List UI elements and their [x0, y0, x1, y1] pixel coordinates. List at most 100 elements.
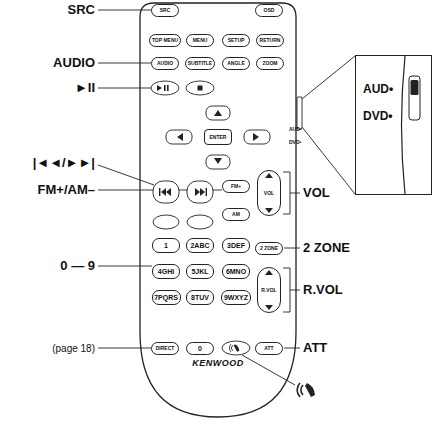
panel-marking: AUD• — [289, 127, 302, 133]
leader-line — [98, 10, 151, 11]
button-label: 2 ZONE — [260, 246, 278, 251]
button-callout: VOL — [303, 186, 330, 200]
leader-line — [98, 63, 151, 64]
remote-button — [222, 341, 250, 355]
remote-button: AUDIO — [151, 57, 179, 70]
button-label: 7PQRS — [154, 294, 178, 301]
button-label: 4GHI — [158, 268, 174, 275]
remote-button — [151, 81, 270, 355]
remote-button: 9WXYZ — [221, 290, 251, 305]
remote-button: 6MNO — [222, 264, 250, 279]
remote-button — [153, 215, 179, 229]
button-label: 1 — [164, 242, 168, 249]
remote-button: ANGLE — [222, 57, 250, 70]
button-callout: R.VOL — [303, 283, 343, 297]
button-glyph — [167, 85, 169, 91]
leader-line — [98, 10, 355, 385]
button-glyph — [159, 188, 160, 196]
button-glyph — [200, 188, 205, 196]
remote-button — [166, 130, 192, 144]
remote-button: VOL — [257, 170, 281, 216]
side-switch — [297, 97, 302, 129]
button-glyph — [177, 133, 183, 141]
button-glyph — [161, 188, 166, 196]
leader-line — [283, 268, 300, 312]
phone-icon — [234, 344, 240, 352]
switch-position: AUD• — [363, 83, 393, 95]
switch-position: DVD• — [363, 110, 393, 122]
remote-button — [151, 81, 179, 95]
phone-icon — [297, 383, 315, 397]
button-callout: (page 18) — [52, 343, 95, 354]
leader-line — [283, 172, 300, 214]
leader-line — [302, 127, 355, 194]
button-label: TOP MENU — [152, 38, 178, 43]
remote-button: SUBTITLE — [185, 57, 215, 70]
leader-line — [98, 266, 152, 267]
button-label: RETURN — [260, 38, 281, 43]
leader-line — [98, 165, 154, 185]
button-glyph — [164, 85, 166, 91]
button-glyph — [198, 86, 203, 91]
remote-button: AM — [222, 208, 250, 221]
leader-line — [302, 56, 355, 99]
button-callout: ATT — [303, 341, 327, 355]
button-label: SRC — [160, 8, 171, 13]
switch-detail — [402, 56, 421, 194]
button-label: AM — [232, 212, 240, 217]
button-label: MENU — [193, 38, 208, 43]
button-label: 3DEF — [227, 242, 245, 249]
remote-button: TOP MENU — [149, 34, 181, 47]
remote-button: 3DEF — [222, 238, 250, 253]
switch-detail — [402, 56, 406, 194]
button-label: ENTER — [210, 135, 227, 140]
button-label: FM+ — [231, 184, 241, 189]
remote-button: R.VOL — [257, 267, 281, 313]
remote-button: DIRECT — [151, 342, 179, 355]
button-label: ANGLE — [227, 61, 245, 66]
remote-button: OSD — [255, 4, 283, 17]
switch-callout: AUD• DVD• — [355, 55, 432, 195]
button-label: ZOOM — [263, 61, 278, 66]
remote-button: 2 ZONE — [255, 242, 283, 255]
button-label: 0 — [198, 345, 202, 352]
button-glyph — [265, 173, 273, 178]
phone-icon — [229, 344, 232, 352]
remote-button: 2ABC — [186, 238, 214, 253]
button-glyph — [214, 158, 222, 164]
button-label: AUDIO — [157, 61, 173, 66]
side-switch — [297, 97, 302, 129]
button-label: 6MNO — [226, 268, 246, 275]
remote-button: 1 — [152, 238, 180, 253]
phone-icon — [229, 344, 239, 352]
button-callout: AUDIO — [53, 56, 95, 70]
button-label: OSD — [264, 8, 275, 13]
leader-line — [98, 88, 151, 89]
remote-button: SETUP — [222, 34, 250, 47]
remote-outline — [140, 3, 296, 417]
switch-detail — [409, 76, 420, 120]
remote-button: 7PQRS — [152, 290, 181, 305]
button-glyph — [265, 305, 273, 310]
button-label: ATT — [264, 346, 273, 351]
remote-button — [186, 81, 214, 95]
remote-button: 4GHI — [152, 264, 180, 279]
button-label: DIRECT — [156, 346, 175, 351]
button-glyph — [214, 110, 222, 116]
remote-button — [187, 215, 213, 229]
remote-button: ZOOM — [256, 57, 284, 70]
button-callout: FM+/AM– — [38, 183, 95, 197]
button-glyph — [265, 270, 273, 275]
button-glyph — [265, 208, 273, 213]
button-callout: 2 ZONE — [303, 241, 350, 255]
button-label: R.VOL — [261, 288, 276, 293]
remote-button: 8TUV — [186, 290, 214, 305]
remote-button: FM+ — [222, 180, 250, 193]
button-glyph — [157, 85, 162, 91]
panel-marking: DVD• — [289, 140, 301, 146]
button-glyph — [253, 133, 259, 141]
remote-button — [206, 155, 230, 169]
remote-button: ATT — [255, 342, 283, 355]
remote-button — [153, 181, 179, 203]
remote-control: KENWOODSRCOSDTOP MENUMENUSETUPRETURNAUDI… — [139, 2, 297, 418]
